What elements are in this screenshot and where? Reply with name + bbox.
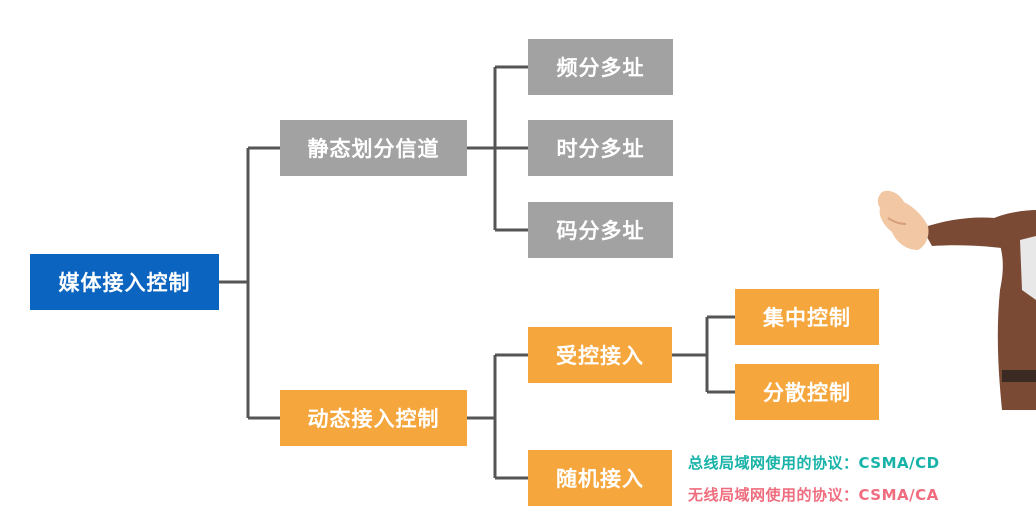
static-node: 静态划分信道	[280, 120, 467, 176]
random-node: 随机接入	[528, 450, 672, 506]
cdma-node: 码分多址	[528, 202, 673, 258]
fdma-node: 频分多址	[528, 39, 673, 95]
connector-root	[219, 146, 280, 420]
distributed-label: 分散控制	[763, 381, 851, 405]
distributed-node: 分散控制	[735, 364, 879, 420]
centralized-node: 集中控制	[735, 289, 879, 345]
tdma-label: 时分多址	[556, 137, 645, 161]
centralized-label: 集中控制	[763, 306, 851, 330]
dynamic-label: 动态接入控制	[307, 407, 440, 431]
dynamic-node: 动态接入控制	[280, 390, 467, 446]
cdma-label: 码分多址	[556, 219, 645, 243]
note-wireless-protocol: 无线局域网使用的协议：CSMA/CA	[688, 486, 939, 504]
static-label: 静态划分信道	[307, 137, 440, 161]
fdma-label: 频分多址	[556, 56, 645, 80]
root-node: 媒体接入控制	[30, 254, 219, 310]
tdma-node: 时分多址	[528, 120, 673, 176]
controlled-node: 受控接入	[528, 327, 672, 383]
connector-dynamic	[467, 353, 528, 480]
random-label: 随机接入	[556, 467, 644, 491]
root-label: 媒体接入控制	[58, 271, 191, 295]
controlled-label: 受控接入	[556, 344, 644, 368]
presenter-illustration	[877, 190, 1036, 410]
connector-static	[467, 65, 528, 232]
connector-controlled	[672, 315, 735, 394]
note-wired-protocol: 总线局域网使用的协议：CSMA/CD	[688, 454, 940, 472]
